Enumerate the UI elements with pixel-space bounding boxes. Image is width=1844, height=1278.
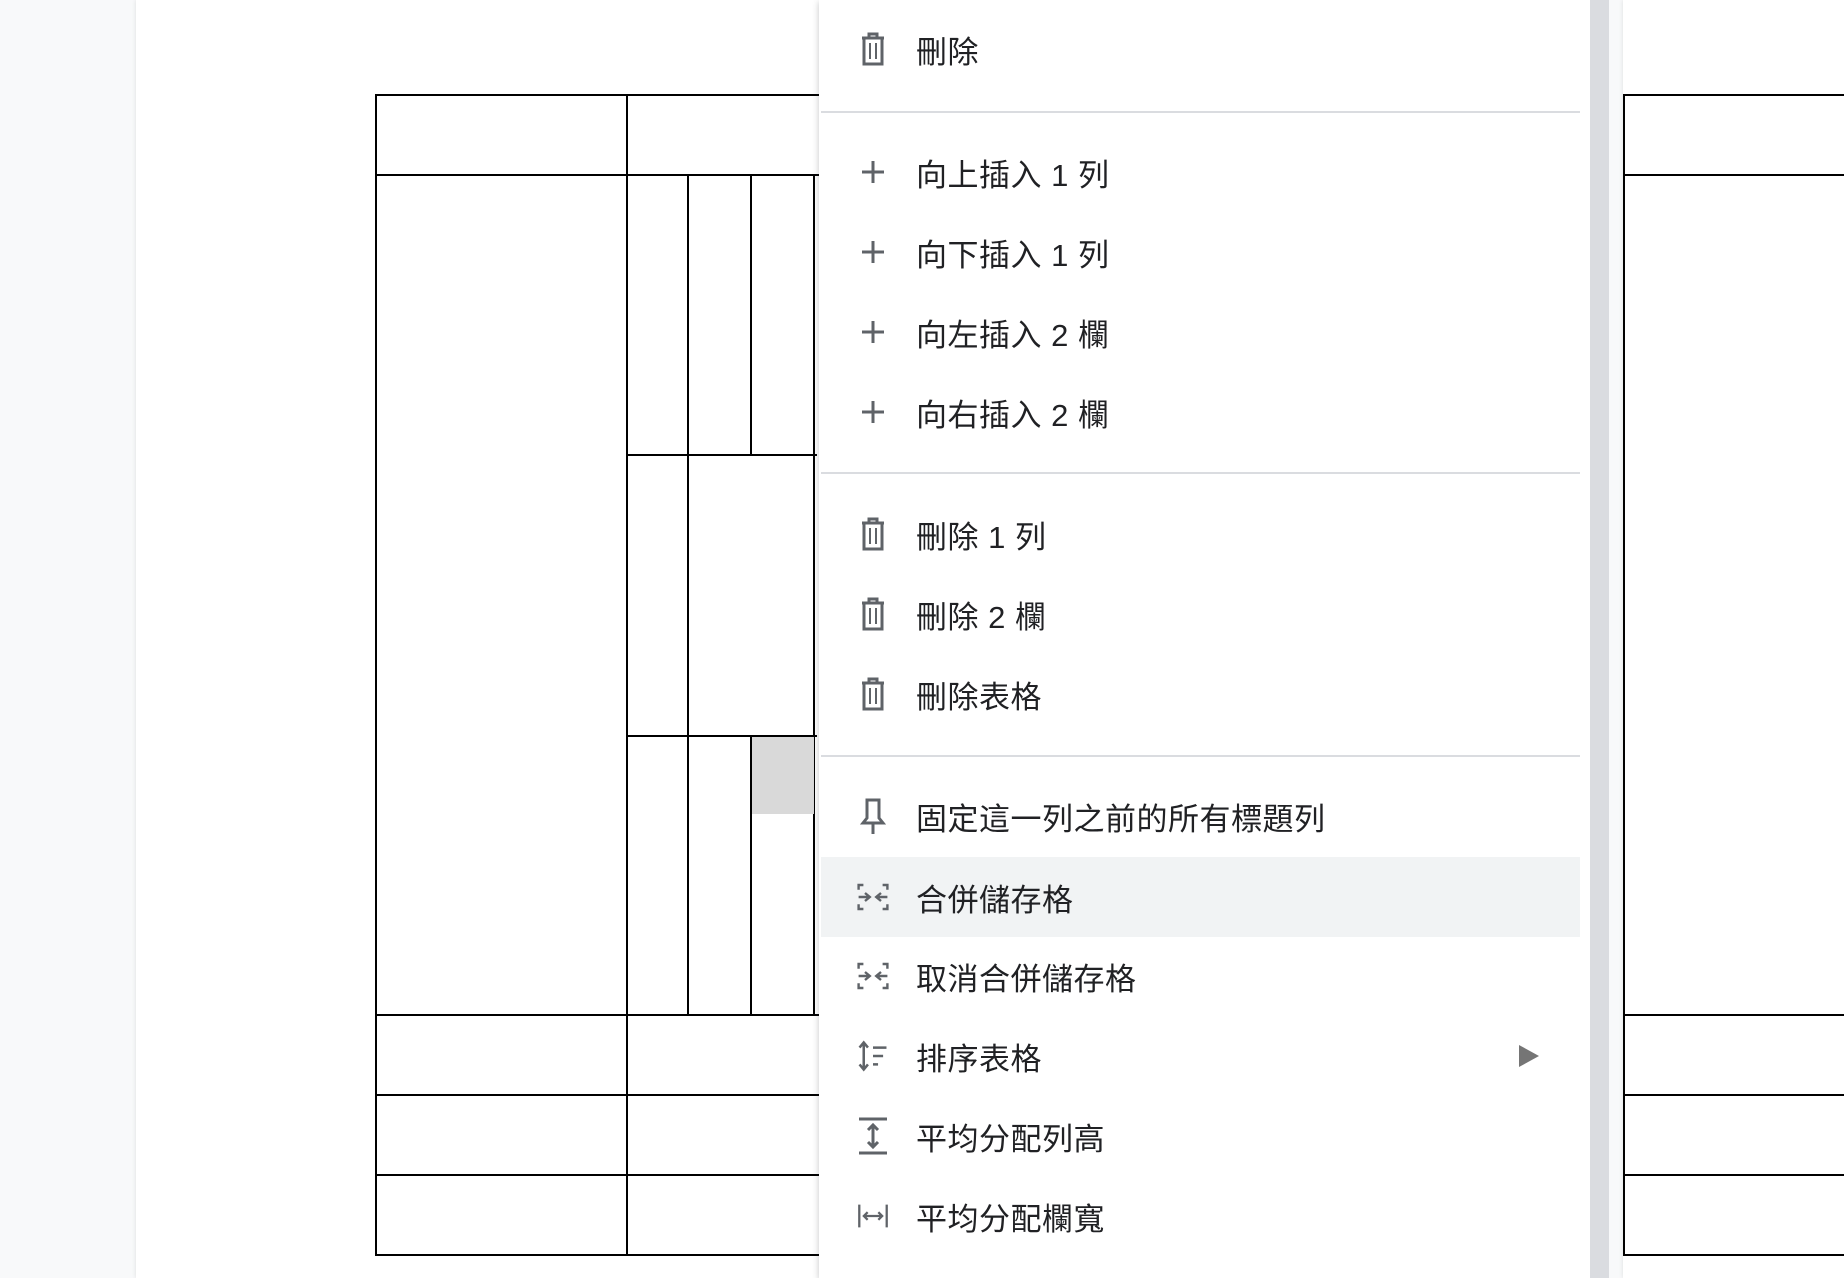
menu-item-pin-header-rows[interactable]: 固定這一列之前的所有標題列 [821,776,1580,856]
plus-icon [857,392,889,432]
menu-item-insert-row-above[interactable]: 向上插入 1 列 [821,132,1580,212]
menu-item-label: 合併儲存格 [916,882,1074,918]
menu-item-label: 刪除 2 欄 [916,599,1047,635]
menu-item-label: 排序表格 [916,1041,1042,1077]
menu-item-label: 向上插入 1 列 [916,157,1110,193]
menu-item-sort-table[interactable]: 排序表格 [821,1016,1580,1096]
merge-cells-icon [857,877,889,917]
document-page-right [1623,0,1844,1278]
document-page [136,0,819,1278]
menu-item-insert-row-below[interactable]: 向下插入 1 列 [821,212,1580,292]
menu-item-label: 平均分配列高 [916,1121,1105,1157]
menu-item-distribute-columns[interactable]: 平均分配欄寬 [821,1176,1580,1256]
table-context-menu: 刪除 向上插入 1 列 向下插入 1 列 向左插入 2 欄 向右插入 2 欄 刪… [819,0,1590,1278]
menu-separator [821,472,1580,474]
trash-icon [857,594,889,634]
menu-item-label: 向左插入 2 欄 [916,317,1110,353]
menu-item-label: 刪除表格 [916,679,1042,715]
distribute-columns-icon [857,1196,889,1236]
menu-separator [821,111,1580,113]
menu-item-label: 刪除 1 列 [916,519,1047,555]
menu-item-delete-table[interactable]: 刪除表格 [821,654,1580,734]
sort-icon [857,1036,889,1076]
trash-icon [857,674,889,714]
plus-icon [857,312,889,352]
menu-item-label: 平均分配欄寬 [916,1201,1105,1237]
distribute-rows-icon [857,1116,889,1156]
menu-item-merge-cells[interactable]: 合併儲存格 [821,857,1580,937]
menu-item-delete[interactable]: 刪除 [821,9,1580,89]
menu-item-label: 取消合併儲存格 [916,961,1137,997]
menu-item-label: 向右插入 2 欄 [916,397,1110,433]
trash-icon [857,29,889,69]
menu-item-label: 向下插入 1 列 [916,237,1110,273]
menu-item-unmerge-cells[interactable]: 取消合併儲存格 [821,936,1580,1016]
submenu-arrow-icon [1519,1045,1539,1067]
selected-cell[interactable] [752,737,814,814]
menu-item-delete-column[interactable]: 刪除 2 欄 [821,574,1580,654]
menu-item-distribute-rows[interactable]: 平均分配列高 [821,1096,1580,1176]
menu-item-insert-column-left[interactable]: 向左插入 2 欄 [821,292,1580,372]
menu-item-insert-column-right[interactable]: 向右插入 2 欄 [821,372,1580,452]
plus-icon [857,232,889,272]
menu-item-delete-row[interactable]: 刪除 1 列 [821,494,1580,574]
unmerge-cells-icon [857,956,889,996]
menu-scrollbar[interactable] [1590,0,1609,1278]
menu-item-label: 固定這一列之前的所有標題列 [916,801,1326,837]
pin-icon [857,796,889,836]
trash-icon [857,514,889,554]
plus-icon [857,152,889,192]
menu-item-label: 刪除 [916,34,979,70]
menu-separator [821,755,1580,757]
